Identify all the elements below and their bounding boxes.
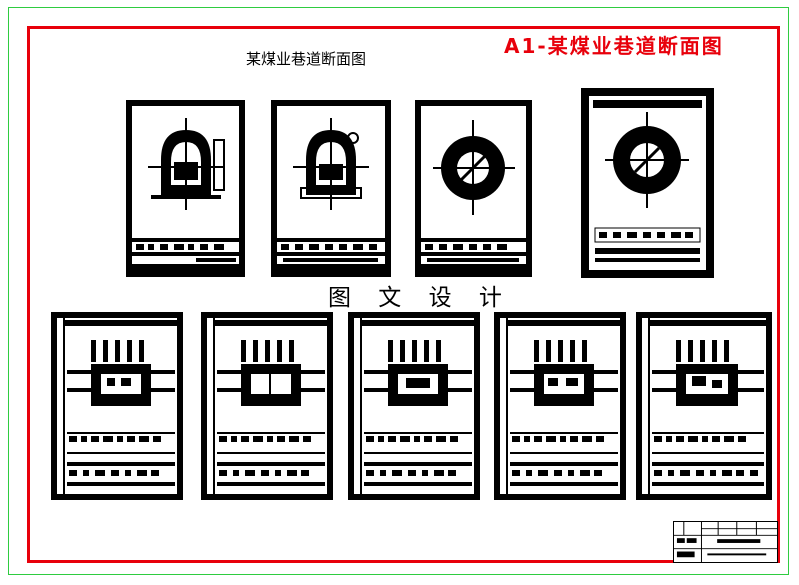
center-label: 图 文 设 计	[328, 285, 512, 311]
arch-section-drawing	[132, 106, 239, 264]
sheet-thumbnail-5[interactable]	[51, 312, 183, 500]
plan-drawing	[207, 318, 327, 494]
arch-section-drawing	[277, 106, 385, 264]
sheet-thumbnail-3[interactable]	[415, 100, 532, 277]
sheet-thumbnail-8[interactable]	[494, 312, 626, 500]
outer-border	[8, 7, 789, 575]
sheet-thumbnail-9[interactable]	[636, 312, 772, 500]
sheet-thumbnail-4[interactable]	[581, 88, 714, 278]
sheet-thumbnail-7[interactable]	[348, 312, 480, 500]
title-block-grid	[674, 522, 777, 562]
plan-drawing	[57, 318, 177, 494]
corner-title: A1-某煤业巷道断面图	[504, 34, 724, 58]
ring-section-drawing	[589, 96, 706, 270]
sheet-thumbnail-6[interactable]	[201, 312, 333, 500]
sheet-thumbnail-1[interactable]	[126, 100, 245, 277]
sheet-thumbnail-2[interactable]	[271, 100, 391, 277]
plan-drawing	[500, 318, 620, 494]
title-block	[673, 521, 778, 563]
plan-drawing	[642, 318, 766, 494]
ring-section-drawing	[421, 106, 526, 264]
drawing-frame	[27, 26, 780, 563]
drawing-title: 某煤业巷道断面图	[246, 50, 367, 68]
plan-drawing	[354, 318, 474, 494]
